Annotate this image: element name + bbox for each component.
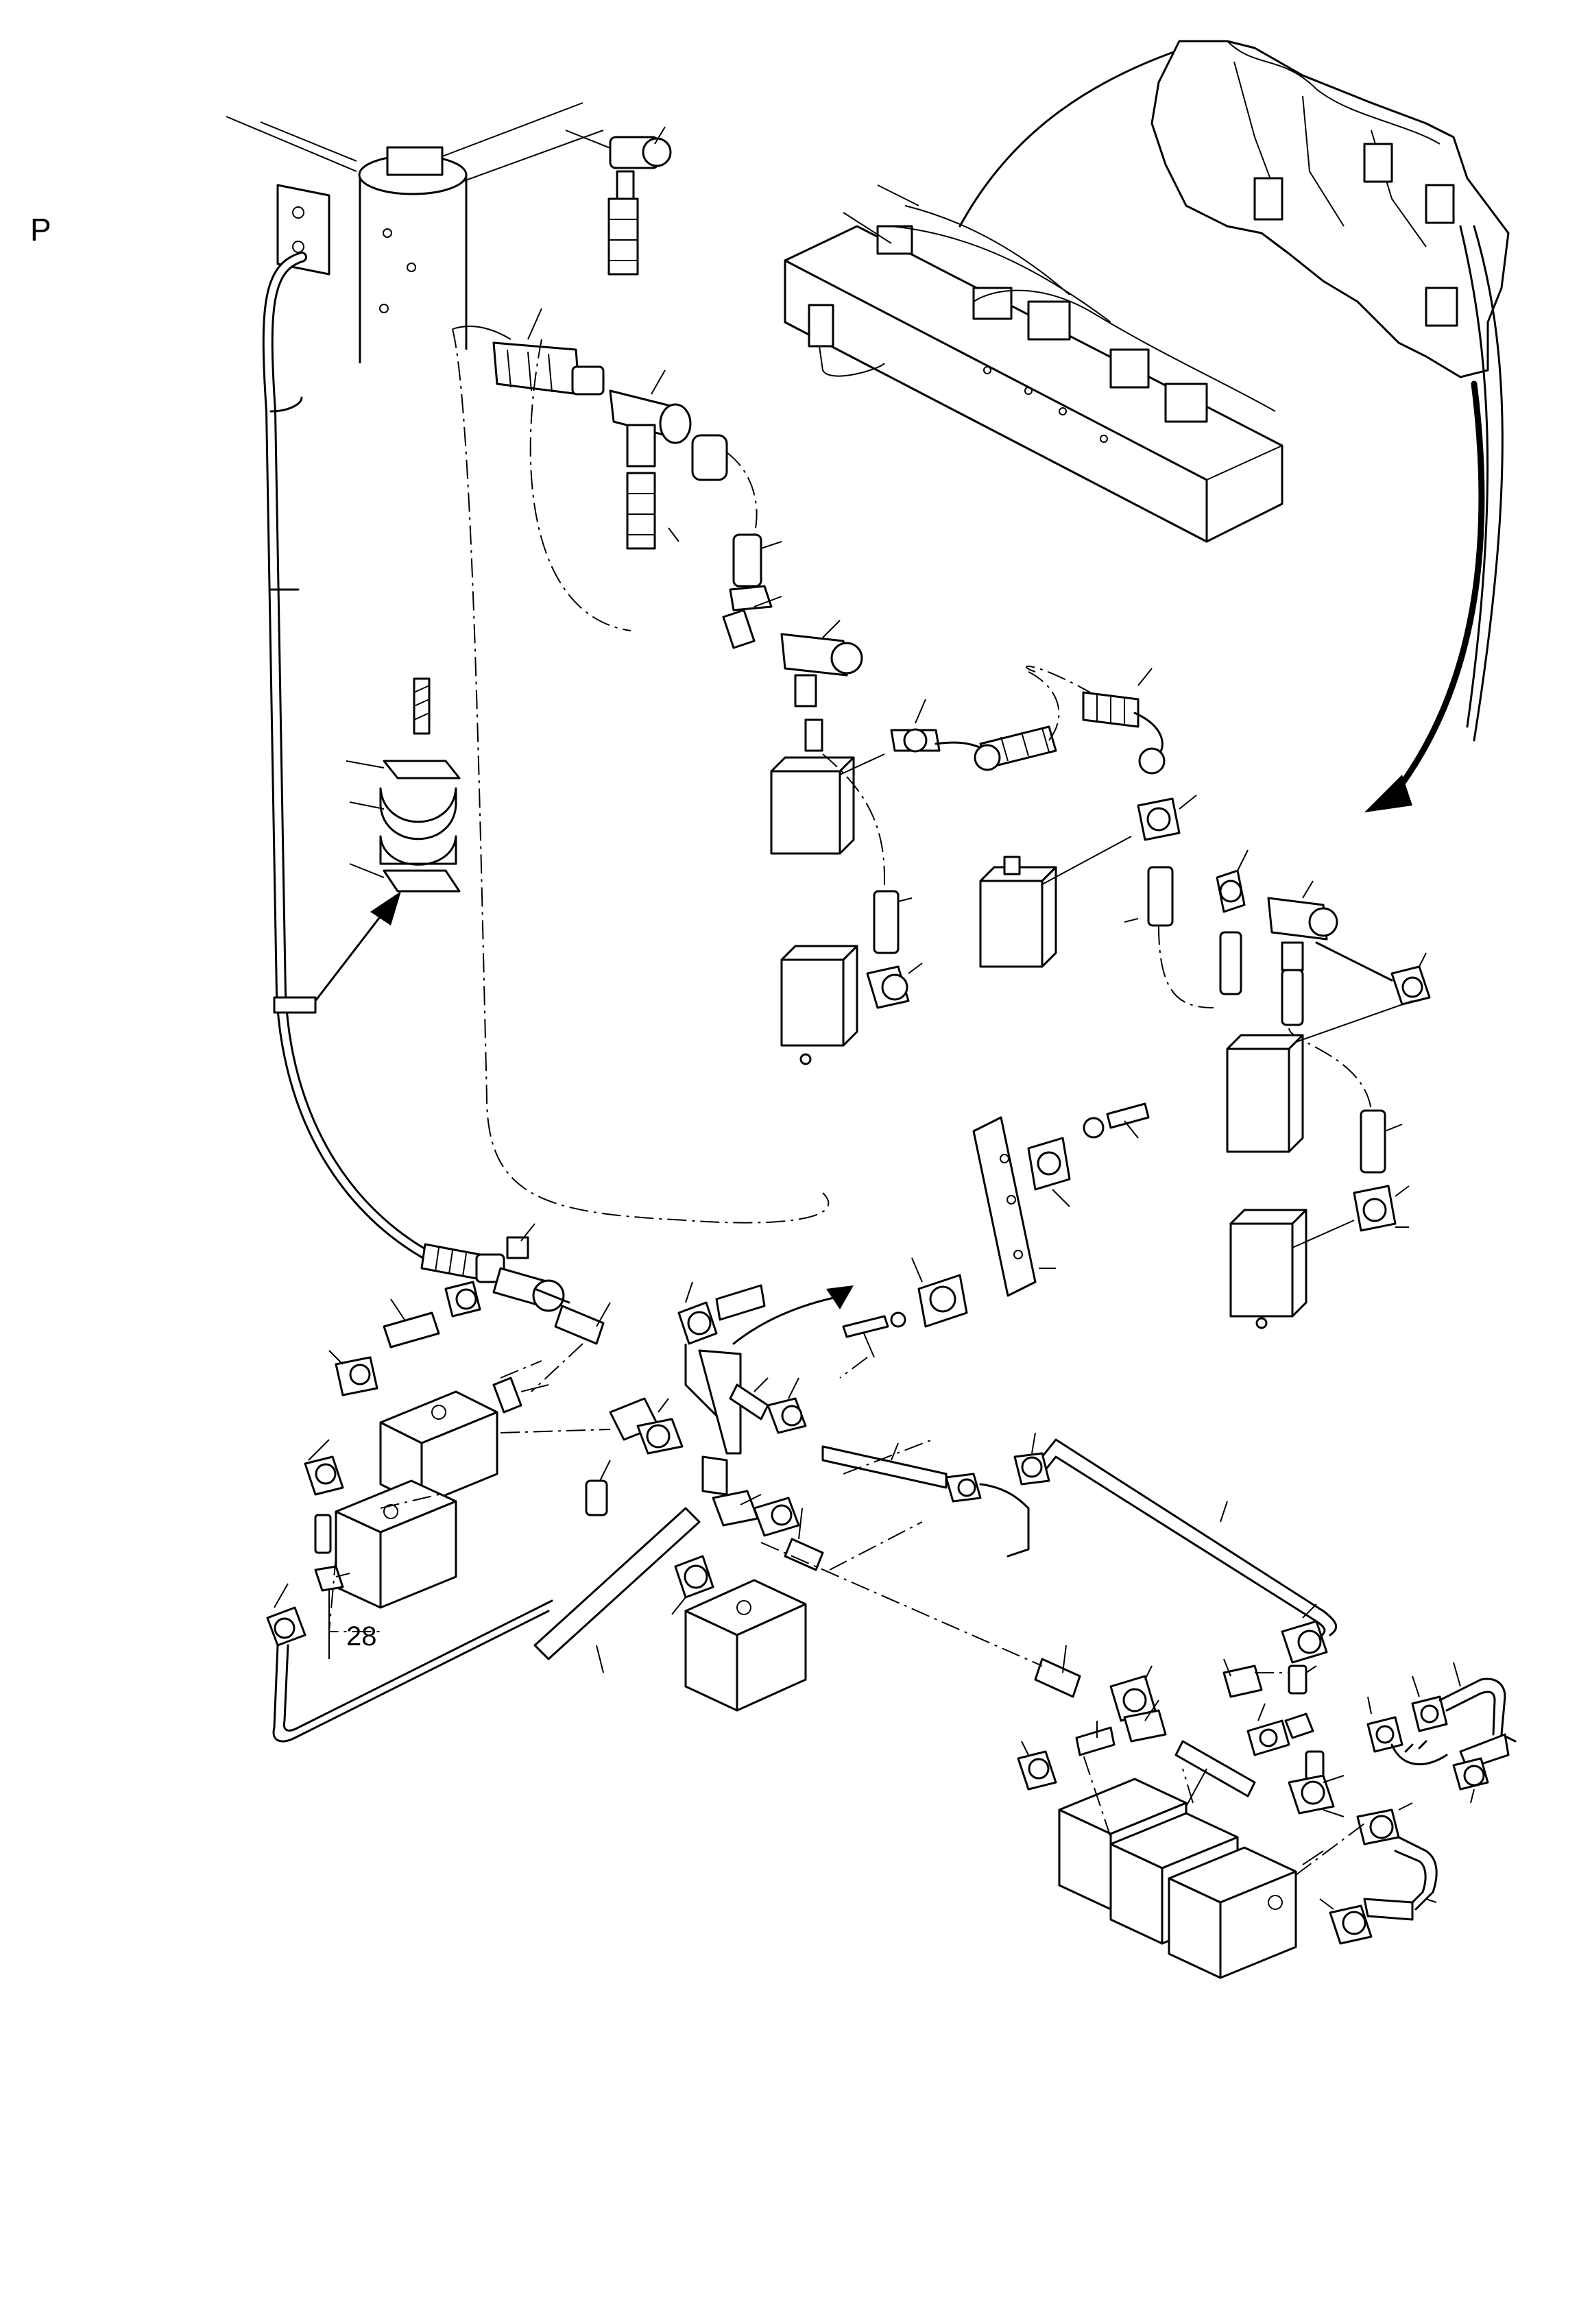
callout-28: 28 xyxy=(346,1621,377,1651)
control-valve-assembly xyxy=(784,40,1283,543)
lower-piping-network: 28 xyxy=(266,1102,1517,1979)
hose-band-icon xyxy=(273,996,317,1014)
hose-clamp-assembly xyxy=(314,677,461,1002)
main-hose xyxy=(262,252,444,1267)
upper-fitting-stack xyxy=(452,126,1214,1224)
arrow-icon xyxy=(826,1285,854,1309)
page-corner-label: P xyxy=(30,212,51,247)
valve-block-group-right xyxy=(1216,849,1431,1329)
pillar-structure xyxy=(226,102,604,363)
pump-housing xyxy=(1150,40,1510,742)
arrow-icon xyxy=(1364,775,1412,812)
arrow-icon xyxy=(370,891,401,925)
valve-block-group-center xyxy=(770,718,1132,1065)
